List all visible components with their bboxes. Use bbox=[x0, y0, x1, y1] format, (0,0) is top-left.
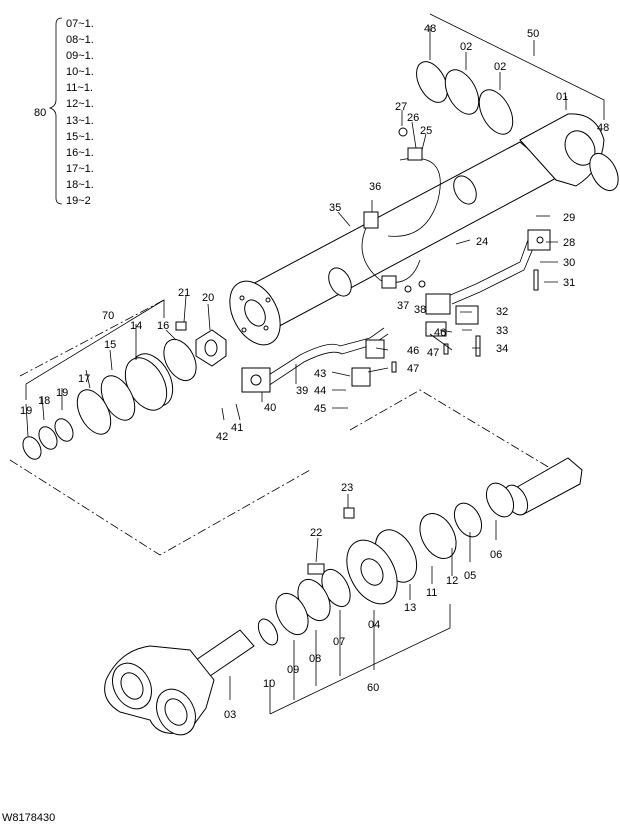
callout-29: 29 bbox=[563, 212, 575, 224]
callout-14: 14 bbox=[130, 320, 142, 332]
piston-rod bbox=[104, 629, 255, 736]
drawing-number: W8178430 bbox=[2, 812, 56, 824]
bushing-set bbox=[416, 61, 619, 192]
callout-41: 41 bbox=[231, 422, 243, 434]
rod-head-seals bbox=[257, 502, 483, 646]
piston-rod-end bbox=[485, 457, 583, 518]
callout-11: 11 bbox=[426, 587, 437, 599]
callout-70: 70 bbox=[102, 310, 114, 322]
callout-17: 17 bbox=[78, 373, 90, 385]
cylinder-tube bbox=[229, 141, 561, 346]
callout-10: 10 bbox=[263, 678, 275, 690]
callout-06: 06 bbox=[490, 549, 502, 561]
callout-33: 33 bbox=[496, 325, 508, 337]
kit-item: 17~1. bbox=[66, 162, 94, 175]
callout-60: 60 bbox=[367, 682, 379, 694]
callout-47: 47 bbox=[427, 347, 439, 359]
callout-09: 09 bbox=[287, 664, 299, 676]
kit-item: 16~1. bbox=[66, 146, 94, 159]
callout-46: 46 bbox=[434, 327, 446, 339]
callout-04: 04 bbox=[368, 619, 380, 631]
callout-02: 02 bbox=[494, 61, 506, 73]
callout-16: 16 bbox=[157, 320, 169, 332]
callout-12: 12 bbox=[446, 575, 458, 587]
kit-item: 18~1. bbox=[66, 178, 94, 191]
callout-34: 34 bbox=[496, 343, 508, 355]
callout-38: 38 bbox=[414, 304, 426, 316]
callout-01: 01 bbox=[556, 91, 568, 103]
callout-47: 47 bbox=[407, 363, 419, 375]
callout-02: 02 bbox=[460, 41, 472, 53]
callout-labels: 48 02 02 50 01 48 27 26 25 36 35 29 24 2… bbox=[20, 23, 609, 721]
callout-30: 30 bbox=[563, 257, 575, 269]
callout-46: 46 bbox=[407, 345, 419, 357]
callout-27: 27 bbox=[395, 101, 407, 113]
callout-37: 37 bbox=[397, 300, 409, 312]
callout-18: 18 bbox=[38, 395, 50, 407]
callout-26: 26 bbox=[407, 112, 419, 124]
callout-42: 42 bbox=[216, 431, 228, 443]
callout-22: 22 bbox=[310, 527, 322, 539]
callout-03: 03 bbox=[224, 709, 236, 721]
callout-19: 19 bbox=[56, 387, 68, 399]
callout-50: 50 bbox=[527, 28, 539, 40]
kit-item: 19~2 bbox=[66, 195, 91, 208]
callout-45: 45 bbox=[314, 403, 326, 415]
assembly-kit-number: 80 bbox=[34, 107, 47, 119]
callout-32: 32 bbox=[496, 306, 508, 318]
callout-39: 39 bbox=[296, 385, 308, 397]
kit-item: 15~1. bbox=[66, 130, 94, 143]
callout-48: 48 bbox=[424, 23, 436, 35]
kit-item: 12~1. bbox=[66, 98, 94, 111]
callout-40: 40 bbox=[264, 402, 276, 414]
assembly-kit-legend: 80 07~1. 08~1. 09~1. 10~1. 11~1. 12~1. 1… bbox=[34, 14, 124, 214]
piston-assembly bbox=[22, 321, 227, 460]
callout-15: 15 bbox=[104, 339, 116, 351]
callout-35: 35 bbox=[329, 202, 341, 214]
callout-13: 13 bbox=[404, 602, 416, 614]
kit-item: 10~1. bbox=[66, 66, 94, 79]
callout-21: 21 bbox=[178, 287, 190, 299]
kit-item: 11~1. bbox=[66, 82, 94, 95]
callout-43: 43 bbox=[314, 368, 326, 380]
callout-24: 24 bbox=[476, 236, 488, 248]
callout-05: 05 bbox=[464, 570, 476, 582]
assembly-line-upper bbox=[19, 299, 165, 377]
tube-end-eye bbox=[519, 113, 605, 187]
pipe-clamp-band bbox=[361, 127, 441, 293]
callout-25: 25 bbox=[420, 125, 432, 137]
leader-lines bbox=[25, 13, 605, 715]
callout-08: 08 bbox=[309, 653, 321, 665]
callout-23: 23 bbox=[341, 482, 353, 494]
kit-item: 08~1. bbox=[66, 34, 94, 47]
callout-36: 36 bbox=[369, 181, 381, 193]
callout-28: 28 bbox=[563, 237, 575, 249]
hydraulic-pipe bbox=[241, 229, 551, 393]
kit-item: 13~1. bbox=[66, 114, 94, 127]
legend-brace bbox=[48, 17, 63, 205]
callout-07: 07 bbox=[333, 636, 345, 648]
callout-19: 19 bbox=[20, 405, 32, 417]
callout-48: 48 bbox=[597, 122, 609, 134]
kit-item: 07~1. bbox=[66, 18, 94, 30]
callout-44: 44 bbox=[314, 385, 326, 397]
callout-20: 20 bbox=[202, 292, 214, 304]
assembly-line bbox=[9, 389, 561, 556]
assembly-kit-list: 07~1. 08~1. 09~1. 10~1. 11~1. 12~1. 13~1… bbox=[66, 16, 94, 209]
callout-31: 31 bbox=[563, 277, 575, 289]
kit-item: 09~1. bbox=[66, 50, 94, 63]
